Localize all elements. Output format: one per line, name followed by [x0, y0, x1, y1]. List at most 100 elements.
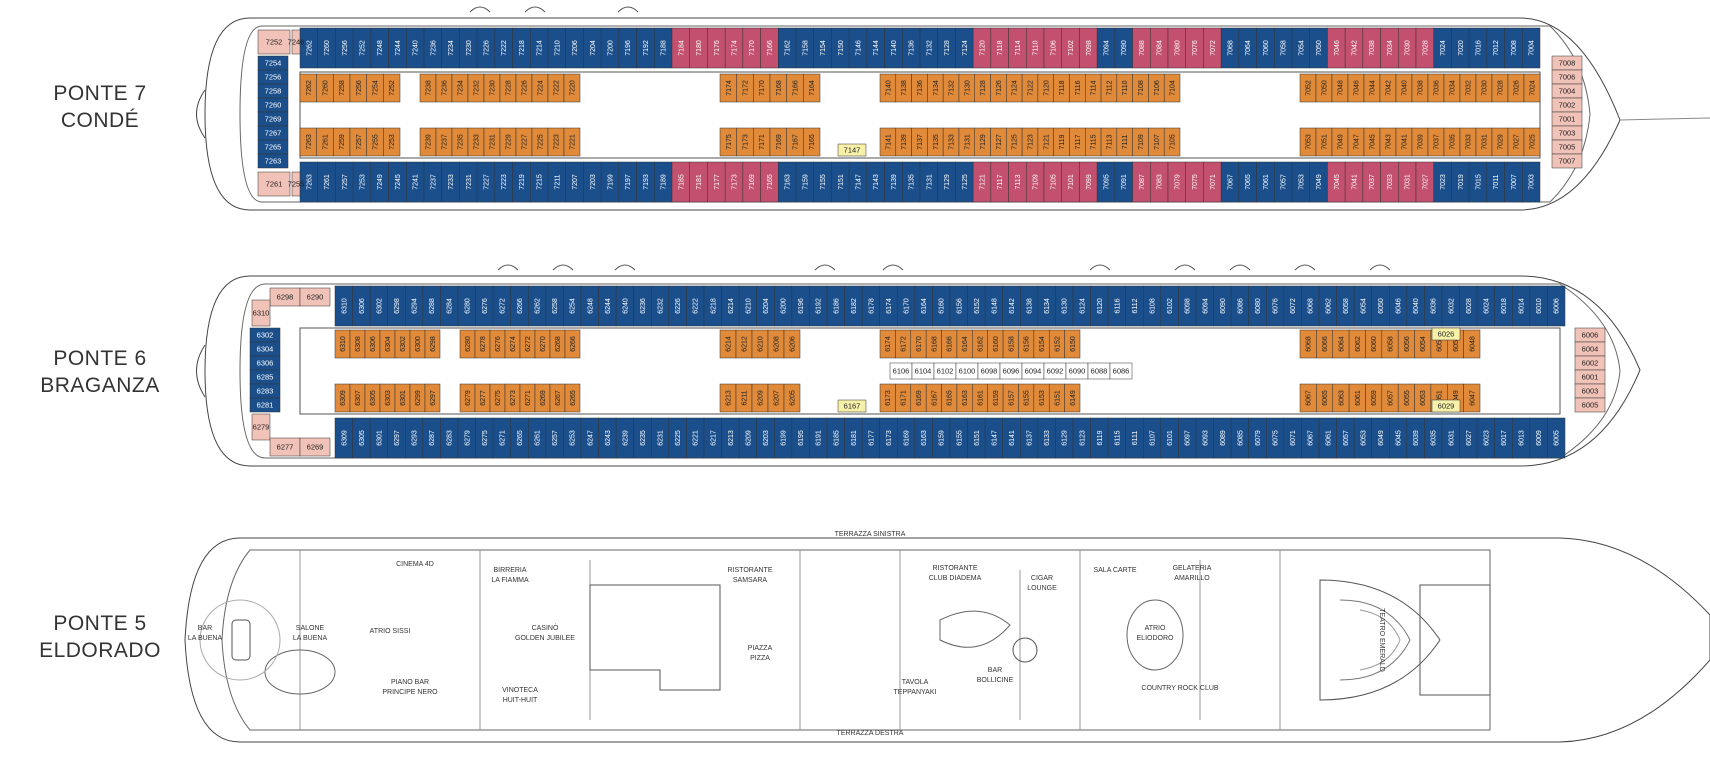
cabin-number: 6195 — [798, 430, 805, 446]
cabin-number: 6298 — [430, 336, 437, 352]
cabin-number: 7057 — [1281, 174, 1288, 190]
cabin-inside[interactable] — [1463, 329, 1481, 359]
cabin-inside[interactable] — [424, 329, 441, 359]
cabin-inside[interactable] — [783, 329, 801, 359]
cabin-number: 7171 — [759, 134, 766, 150]
cabin-bow[interactable] — [1574, 397, 1606, 413]
cabin-number: 7051 — [1322, 134, 1329, 150]
cabin-number: 7127 — [996, 134, 1003, 150]
cabin-number: 6057 — [1388, 390, 1395, 406]
cabin-number: 6153 — [1039, 390, 1046, 406]
cabin-inside[interactable] — [564, 383, 581, 413]
cabin-number: 7049 — [1316, 174, 1323, 190]
cabin-number: 7180 — [696, 40, 703, 56]
cabin-number: 7166 — [767, 40, 774, 56]
cabin-port[interactable] — [1547, 285, 1566, 327]
cabin-corner[interactable] — [251, 299, 271, 327]
deck-7-hull — [196, 17, 1710, 211]
cabin-number: 7121 — [1043, 134, 1050, 150]
cabin-number: 6208 — [774, 336, 781, 352]
cabin-bow[interactable] — [1551, 153, 1583, 169]
cabin-highlight[interactable] — [837, 399, 867, 413]
cabin-number: 6167 — [844, 402, 861, 411]
cabin-number: 7024 — [1440, 40, 1447, 56]
cabin-inside[interactable] — [1064, 383, 1081, 413]
cabin-starboard[interactable] — [1522, 161, 1541, 203]
cabin-inside[interactable] — [1064, 329, 1081, 359]
cabin-number: 6101 — [1167, 430, 1174, 446]
cabin-number: 6307 — [355, 390, 362, 406]
cabin-inside[interactable] — [1523, 73, 1541, 103]
deck-5-number: PONTE 5 — [53, 612, 147, 635]
cabin-number: 7138 — [901, 80, 908, 96]
cabin-inner-row[interactable] — [1109, 362, 1133, 380]
cabin-number: 6058 — [1388, 336, 1395, 352]
cabin-number: 6239 — [622, 430, 629, 446]
cabin-number: 7192 — [643, 40, 650, 56]
cabin-inside[interactable] — [803, 73, 821, 103]
cabin-number: 7133 — [949, 134, 956, 150]
cabin-inside[interactable] — [424, 383, 441, 413]
cabin-number: 6309 — [341, 430, 348, 446]
cabin-number: 7067 — [1228, 174, 1235, 190]
cabin-corner[interactable] — [251, 413, 271, 441]
cabin-number: 6045 — [1396, 430, 1403, 446]
cabin-corner[interactable] — [291, 171, 301, 197]
cabin-number: 6232 — [658, 298, 665, 314]
venue-gelateria-1: GELATERIA — [1173, 565, 1212, 572]
cabin-number: 6243 — [605, 430, 612, 446]
cabin-number: 7144 — [873, 40, 880, 56]
deck-5-name: ELDORADO — [39, 639, 161, 662]
cabin-starboard[interactable] — [1547, 417, 1566, 459]
venue-sala-carte: SALA CARTE — [1093, 567, 1136, 574]
cabin-number: 7233 — [448, 174, 455, 190]
cabin-number: 7027 — [1514, 134, 1521, 150]
cabin-inside[interactable] — [564, 329, 581, 359]
cabin-inside[interactable] — [1463, 383, 1481, 413]
cabin-corner[interactable] — [299, 437, 331, 457]
cabin-number: 7004 — [1559, 87, 1576, 96]
cabin-corner[interactable] — [257, 29, 291, 55]
cabin-number: 7113 — [1106, 134, 1113, 149]
cabin-number: 7256 — [265, 73, 282, 82]
cabin-highlight[interactable] — [837, 143, 867, 157]
cabin-number: 6163 — [962, 390, 969, 406]
cabin-inside[interactable] — [383, 73, 401, 103]
cabin-number: 6154 — [1039, 336, 1046, 352]
cabin-corner[interactable] — [257, 171, 291, 197]
cabin-number: 6210 — [758, 336, 765, 352]
cabin-inside[interactable] — [563, 127, 581, 157]
cabin-inside[interactable] — [783, 383, 801, 413]
cabin-number: 6057 — [1343, 430, 1350, 446]
cabin-number: 7058 — [1281, 40, 1288, 56]
cabin-number: 6156 — [956, 298, 963, 314]
cabin-inside[interactable] — [1523, 127, 1541, 157]
cabin-number: 7200 — [608, 40, 615, 56]
cabin-stern[interactable] — [249, 397, 281, 413]
cabin-number: 6211 — [742, 390, 749, 405]
cabin-number: 7140 — [885, 80, 892, 96]
cabin-inside[interactable] — [1163, 127, 1181, 157]
cabin-corner[interactable] — [299, 287, 331, 307]
cabin-inside[interactable] — [1163, 73, 1181, 103]
cabin-number: 6163 — [921, 430, 928, 446]
cabin-inside[interactable] — [563, 73, 581, 103]
deck-5-hull — [184, 537, 1710, 743]
cabin-number: 7011 — [1493, 174, 1500, 189]
cabin-port[interactable] — [1522, 27, 1541, 69]
cabin-number: 7111 — [1122, 135, 1129, 150]
cabin-number: 7042 — [1386, 80, 1393, 96]
cabin-highlight[interactable] — [1431, 399, 1461, 413]
cabin-highlight[interactable] — [1431, 327, 1461, 341]
cabin-inside[interactable] — [383, 127, 401, 157]
cabin-stern[interactable] — [257, 153, 289, 169]
cabin-number: 6275 — [495, 390, 502, 406]
cabin-number: 7170 — [759, 80, 766, 96]
cabin-number: 7232 — [474, 80, 481, 96]
venue-birreria-2: LA FIAMMA — [491, 577, 529, 584]
cabin-number: 7263 — [306, 134, 313, 150]
cabin-number: 7210 — [554, 40, 561, 56]
cabin-number: 7113 — [1015, 174, 1022, 189]
cabin-inside[interactable] — [803, 127, 821, 157]
cabin-corner[interactable] — [291, 29, 301, 55]
